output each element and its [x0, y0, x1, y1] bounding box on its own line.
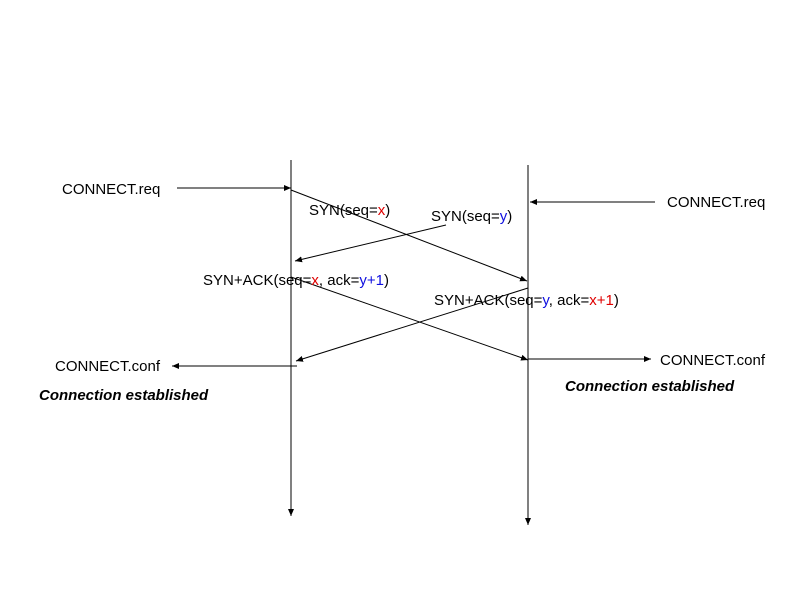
left-connect-req-label: CONNECT.req [62, 181, 160, 198]
syn-y-arrow [294, 224, 447, 263]
syn-x-arrow [290, 189, 528, 282]
synack-x-label: SYN+ACK(seq=x, ack=y+1) [203, 272, 389, 289]
right-connect-req-label: CONNECT.req [667, 194, 765, 211]
right-connection-established-label: Connection established [565, 378, 735, 395]
left-connect-conf-label: CONNECT.conf [55, 358, 161, 375]
syn-x-label: SYN(seq=x) [309, 202, 390, 219]
syn-y-label: SYN(seq=y) [431, 208, 512, 225]
right-connect-conf-label: CONNECT.conf [660, 352, 766, 369]
synack-y-arrow [295, 287, 529, 362]
synack-y-label: SYN+ACK(seq=y, ack=x+1) [434, 292, 619, 309]
left-connection-established-label: Connection established [39, 387, 209, 404]
synack-x-arrow [290, 276, 529, 361]
